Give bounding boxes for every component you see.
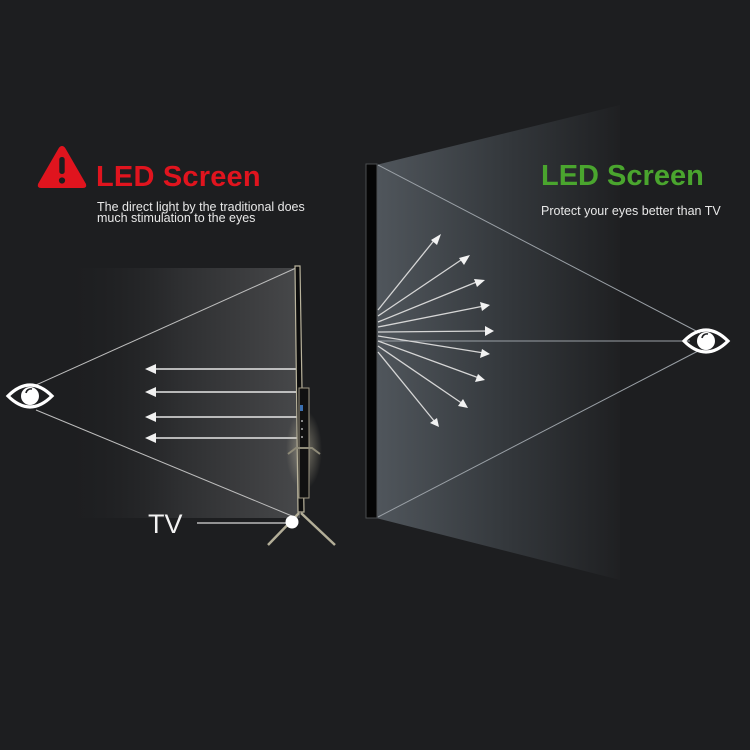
right-eye-icon <box>681 328 731 354</box>
warning-triangle-icon <box>37 146 87 188</box>
tv-side-view <box>267 265 336 546</box>
led-screen-panel <box>365 163 378 519</box>
left-eye-icon <box>5 383 55 409</box>
right-sight-lines <box>377 164 701 518</box>
left-arrows <box>145 364 298 443</box>
right-light-cone <box>376 105 620 580</box>
left-description-line1: The direct light by the traditional does <box>97 200 305 214</box>
right-title: LED Screen <box>541 160 704 192</box>
left-light-area <box>60 268 300 518</box>
right-arrows <box>377 234 494 427</box>
tv-label: TV <box>148 509 183 539</box>
left-description-line2: much stimulation to the eyes <box>97 211 256 225</box>
left-sight-lines <box>35 267 297 517</box>
left-description: The direct light by the traditional does… <box>97 200 305 225</box>
left-title: LED Screen <box>96 161 261 193</box>
tv-pointer <box>197 515 299 529</box>
right-description: Protect your eyes better than TV <box>541 204 721 218</box>
